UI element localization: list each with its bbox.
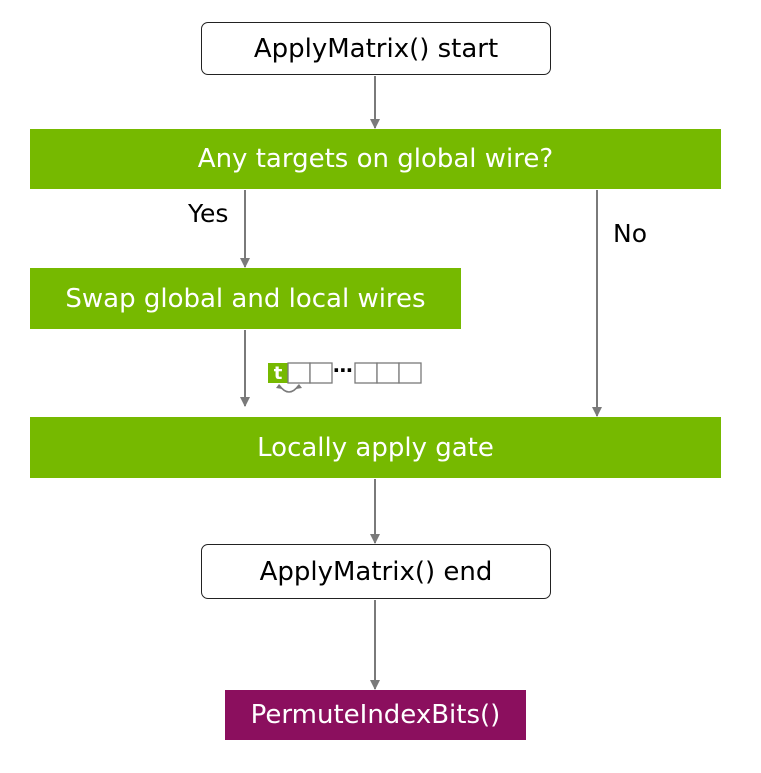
start-node: ApplyMatrix() start [201,22,551,75]
wire-ellipsis: ⋯ [333,361,353,382]
wire-register-icon: t ⋯ [268,361,422,393]
apply-node-label: Locally apply gate [257,432,494,463]
wire-cell [354,362,378,384]
decision-node: Any targets on global wire? [30,129,721,189]
end-node: ApplyMatrix() end [201,544,551,599]
wire-cell [398,362,422,384]
highlighted-wire-glyph: t [274,363,283,384]
output-node-label: PermuteIndexBits() [250,700,501,730]
wire-cell [376,362,400,384]
apply-node: Locally apply gate [30,417,721,478]
output-node: PermuteIndexBits() [225,690,526,740]
wire-cell [309,362,333,384]
wire-cell [287,362,311,384]
swap-node: Swap global and local wires [30,268,461,329]
curved-double-arrow-icon [276,384,302,393]
yes-edge-label: Yes [188,199,229,228]
no-edge-label: No [613,219,647,248]
highlighted-wire-cell [268,363,288,383]
start-node-label: ApplyMatrix() start [253,33,499,64]
decision-node-label: Any targets on global wire? [197,144,554,174]
end-node-label: ApplyMatrix() end [259,556,493,587]
swap-node-label: Swap global and local wires [65,283,426,314]
